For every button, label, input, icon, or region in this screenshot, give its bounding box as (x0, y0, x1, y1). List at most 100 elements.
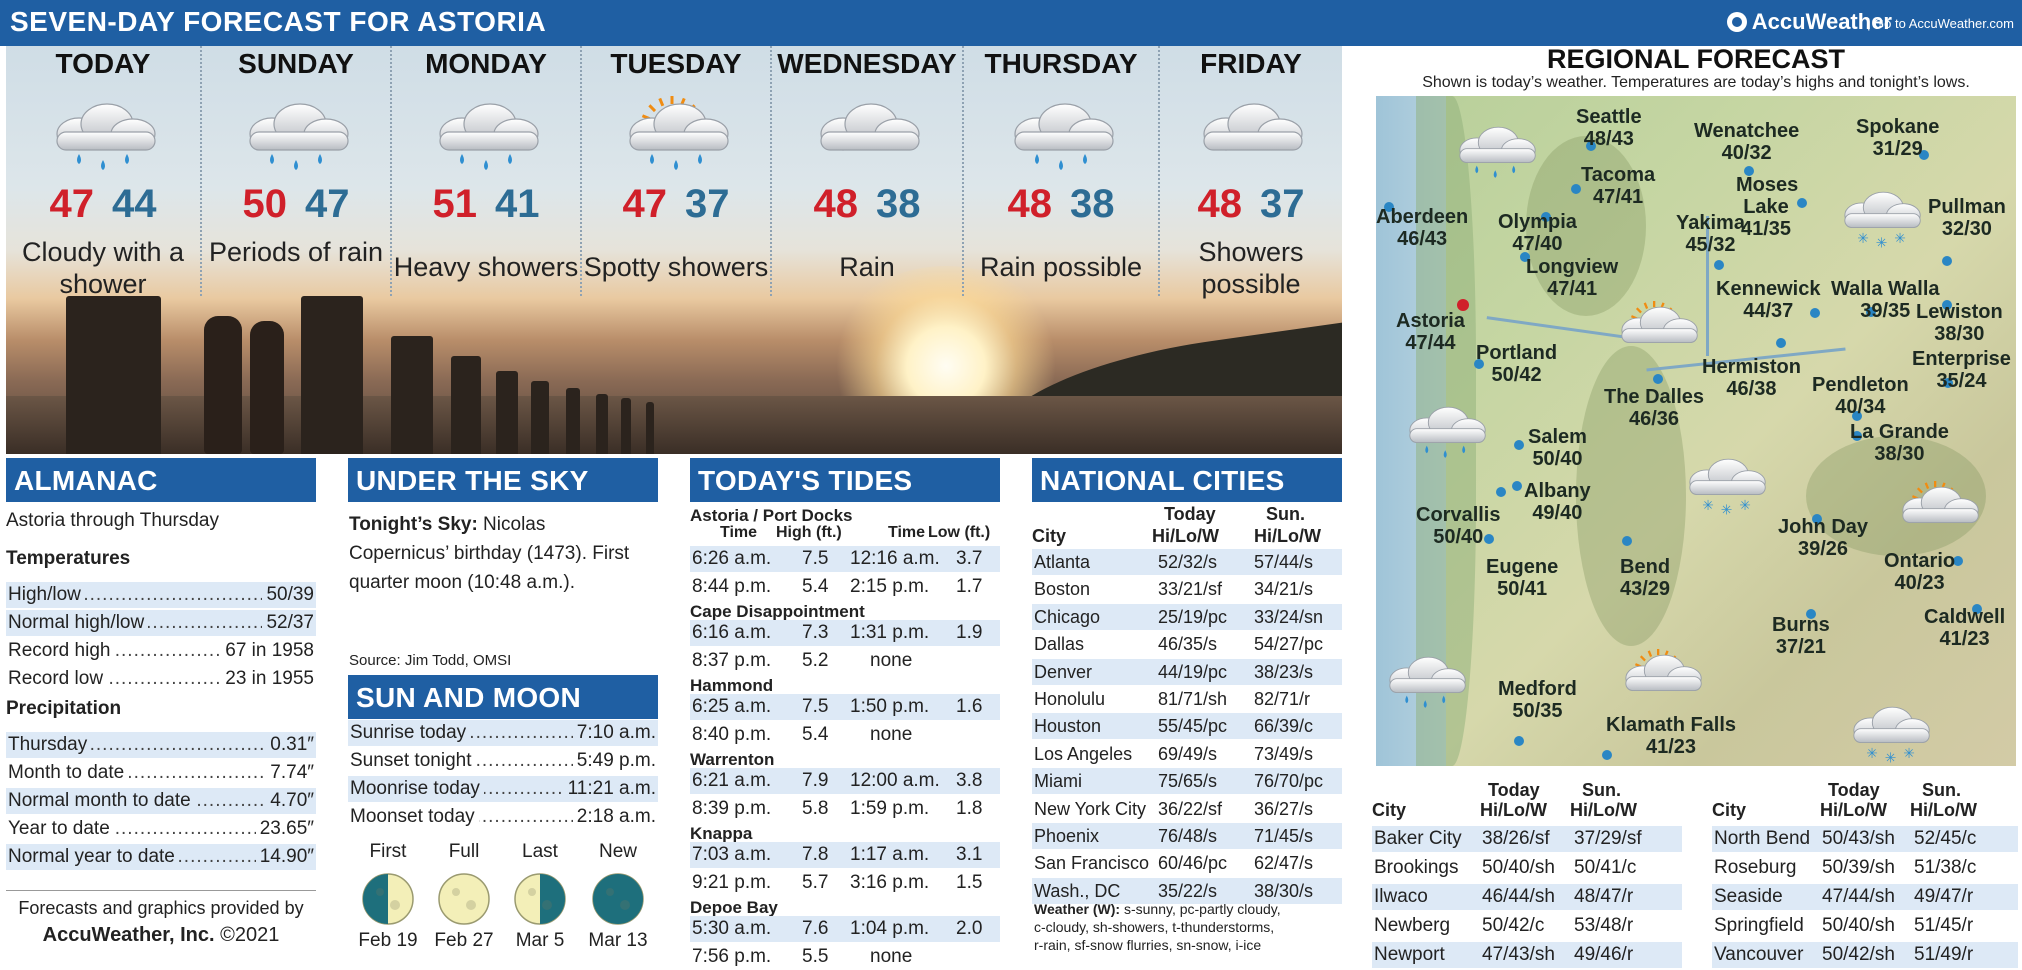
tide-cell: 3:16 p.m. (850, 872, 930, 893)
city-marker[interactable] (1457, 299, 1469, 311)
city-marker[interactable] (1852, 431, 1862, 441)
city-marker[interactable] (1384, 202, 1394, 212)
tide-cell: 12:00 a.m. (850, 770, 940, 791)
city-marker[interactable] (1812, 514, 1822, 524)
city-marker[interactable] (1953, 556, 1963, 566)
pillar (66, 296, 161, 454)
city-marker[interactable] (1520, 252, 1530, 262)
accuweather-link[interactable]: | Go to AccuWeather.com (1867, 16, 2014, 31)
tide-col-header: Time (720, 524, 758, 541)
sun-moon-row: Moonrise today..........................… (348, 776, 658, 802)
national-cell: 73/49/s (1254, 743, 1314, 764)
almanac-temp-row: Record high.............................… (6, 638, 316, 664)
legend-lead: Weather (W): (1034, 901, 1121, 917)
city-marker[interactable] (1541, 212, 1551, 222)
row-value: 23.65″ (255, 816, 314, 842)
row-label: Thursday (8, 732, 92, 758)
map-city-temp: 40/34 (1835, 396, 1886, 418)
city-marker[interactable] (1496, 487, 1506, 497)
col-hlw: Hi/Lo/W (1820, 800, 1887, 820)
regional-cell: Brookings (1374, 857, 1459, 878)
city-marker[interactable] (1919, 150, 1929, 160)
almanac-temp-row: High/low................................… (6, 582, 316, 608)
almanac-precip-row: Thursday................................… (6, 732, 316, 758)
moon-phase-name: Full (448, 841, 480, 862)
city-marker[interactable] (1972, 604, 1982, 614)
city-marker[interactable] (1797, 198, 1807, 208)
city-marker[interactable] (1514, 736, 1524, 746)
regional-cell: 50/40/sh (1822, 915, 1895, 936)
map-city-temp: 31/29 (1872, 138, 1923, 160)
regional-cell: 50/42/sh (1822, 944, 1895, 965)
tide-cell: 5:30 a.m. (692, 918, 772, 939)
city-marker[interactable] (1866, 307, 1876, 317)
city-marker[interactable] (1484, 534, 1494, 544)
sun-rain-cloud-icon (612, 90, 742, 180)
city-marker[interactable] (1512, 481, 1522, 491)
tide-cell: 7:03 a.m. (692, 844, 772, 865)
map-city-temp: 50/40 (1532, 448, 1583, 470)
national-cell: San Francisco (1034, 853, 1150, 874)
city-marker[interactable] (1810, 308, 1820, 318)
city-marker[interactable] (1943, 378, 1953, 388)
city-marker[interactable] (1776, 338, 1786, 348)
city-marker[interactable] (1714, 260, 1724, 270)
tide-cell: 7:56 p.m. (692, 946, 772, 967)
accuweather-sun-icon (1726, 12, 1747, 32)
rain-cloud-icon (232, 90, 362, 180)
col-today: Today (1164, 504, 1216, 524)
national-cities-header: NATIONAL CITIES (1032, 458, 1342, 502)
city-marker[interactable] (1942, 300, 1952, 310)
city-marker[interactable] (1586, 141, 1596, 151)
rain-cloud-icon (1396, 396, 1496, 466)
map-city-temp: 40/23 (1894, 572, 1945, 594)
high-temp: 48 (1197, 182, 1243, 226)
national-cell: New York City (1034, 798, 1147, 819)
city-marker[interactable] (1744, 166, 1754, 176)
low-temp: 37 (685, 182, 730, 226)
city-marker[interactable] (1571, 184, 1581, 194)
condition-text: Showers possible (1198, 237, 1304, 299)
tide-cell: 7.5 (802, 548, 829, 569)
national-cell: 46/35/s (1158, 634, 1218, 655)
city-marker[interactable] (1806, 609, 1816, 619)
high-temp: 48 (813, 182, 859, 226)
condition-text: Heavy showers (393, 252, 579, 282)
under-the-sky-header: UNDER THE SKY (348, 458, 658, 502)
map-city-name: Astoria (1396, 310, 1465, 332)
accuweather-brand[interactable]: AccuWeather (1726, 9, 1892, 35)
city-marker[interactable] (1653, 374, 1663, 384)
city-marker[interactable] (1474, 359, 1484, 369)
sun-cloud-icon (1608, 296, 1708, 366)
row-label: High/low (8, 582, 85, 608)
map-city-temp: 46/43 (1397, 228, 1448, 250)
city-marker[interactable] (1622, 536, 1632, 546)
city-marker[interactable] (1602, 750, 1612, 760)
map-city-temp: 41/23 (1939, 628, 1990, 650)
map-city-temp: 40/32 (1721, 142, 1772, 164)
map-city-name: Corvallis (1416, 504, 1501, 526)
city-marker[interactable] (1852, 411, 1862, 421)
regional-cell: Roseburg (1714, 857, 1797, 878)
legend-line: r-rain, sf-snow flurries, sn-snow, i-ice (1034, 937, 1262, 953)
national-cell: Denver (1034, 661, 1093, 682)
tide-station: Cape Disappointment (690, 602, 865, 621)
city-marker[interactable] (1942, 256, 1952, 266)
city-marker[interactable] (1514, 440, 1524, 450)
tide-cell: 1:31 p.m. (850, 622, 930, 643)
map-city-temp: 44/37 (1743, 300, 1794, 322)
svg-text:✳: ✳ (1739, 498, 1751, 514)
